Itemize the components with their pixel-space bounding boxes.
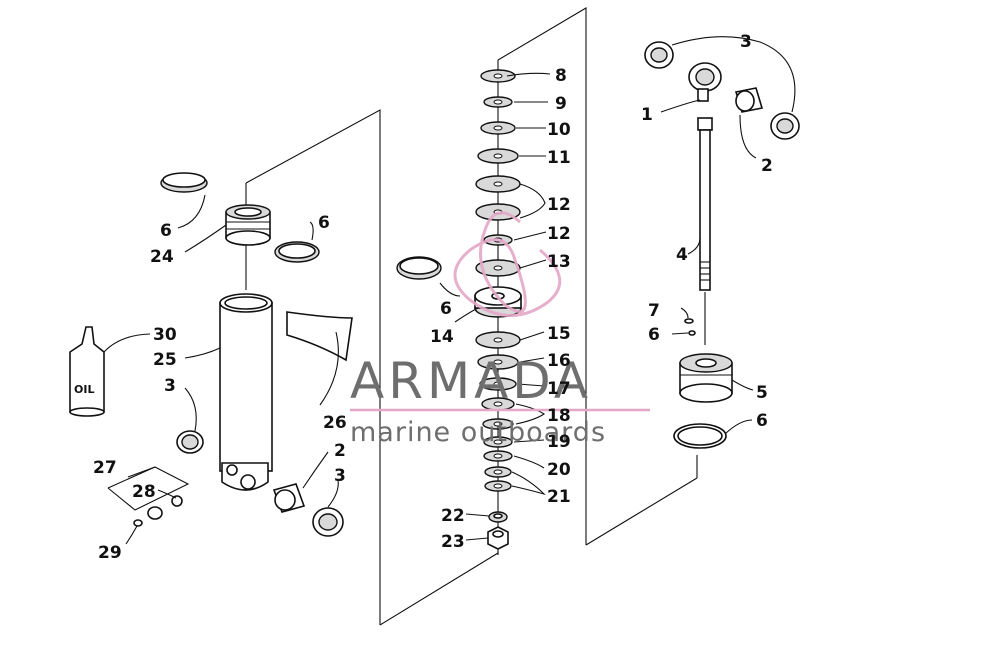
callout-23: 23 [441,532,465,552]
callout-labels: 1 2 2 3 3 3 4 5 6 6 6 6 6 7 8 9 10 11 12… [93,32,773,563]
callout-7: 7 [648,301,660,321]
callout-19: 19 [547,432,571,452]
callout-6-upper-left: 6 [160,221,172,241]
shim-disc-hole [493,439,503,445]
o-ring-6-large [673,423,727,449]
shim-disc-hole [493,359,503,365]
callout-6-middle-left: 6 [318,213,330,233]
watermark-brand: ARMADA [350,352,592,410]
callout-30: 30 [153,325,177,345]
callout-10: 10 [547,120,571,140]
callout-21: 21 [547,487,571,507]
bushing-3-lower [312,507,344,537]
bushing-3-left [176,430,204,454]
oil-bottle-30: OIL [69,326,105,417]
shim-disc-hole [493,181,503,187]
callout-6-center: 6 [440,299,452,319]
right-panel-frame [497,7,698,546]
oil-bottle-label: OIL [74,383,94,396]
shaft-4 [697,117,713,291]
watermark-swirl-icon [453,211,562,317]
shim-disc-hole [493,99,503,105]
callout-15: 15 [547,324,571,344]
callout-24: 24 [150,247,174,267]
shim-disc-hole [493,153,503,159]
callout-11: 11 [547,148,571,168]
shim-disc-hole [493,265,503,271]
shim-disc-hole [493,125,503,131]
callout-3-top: 3 [740,32,752,52]
shim-disc-hole [493,469,503,475]
o-ring-6-small [688,330,696,336]
shim-disc-hole [493,483,503,489]
callout-12-lower: 13 [547,252,571,272]
callout-3-left: 3 [164,376,176,396]
callout-20: 20 [547,460,571,480]
callout-2-lower: 2 [334,441,346,461]
callout-17: 17 [547,379,571,399]
callout-5: 5 [756,383,768,403]
shim-disc-hole [493,421,503,427]
callout-4: 4 [676,245,688,265]
watermark-tagline: marine outboards [350,417,606,448]
shim-disc-hole [493,73,503,79]
screw-7 [684,318,694,324]
shim-disc-hole [493,453,503,459]
callout-3-lower: 3 [334,466,346,486]
leader-lines [103,36,796,545]
label-sheet-26 [286,311,353,362]
shaft-eye-1 [688,62,722,102]
callout-13: 12 [547,224,571,244]
piston-body-5 [679,353,733,403]
ring-6-upper-left [160,172,208,193]
shaft-assembly [644,41,800,449]
sleeve-2-top [734,87,764,113]
callout-8: 8 [555,66,567,86]
callout-18: 18 [547,406,571,426]
shim-disc-hole [493,337,503,343]
valve-shim-stack [396,60,522,555]
washer-22 [488,511,508,523]
bushing-3-right [770,112,800,140]
callout-12-upper: 12 [547,195,571,215]
callout-28: 28 [132,482,156,502]
callout-26: 26 [323,413,347,433]
callout-2-upper: 2 [761,156,773,176]
shim-disc-hole [493,401,503,407]
bushing-3-top [644,41,674,69]
callout-9: 9 [555,94,567,114]
callout-1: 1 [641,105,653,125]
callout-22: 22 [441,506,465,526]
shim-disc-hole [493,381,503,387]
nut-23 [487,526,509,550]
ring-6-center [396,256,442,280]
shock-body-assembly: OIL [69,172,353,537]
watermark: ARMADA marine outboards [350,211,650,448]
callout-14: 14 [430,327,454,347]
sleeve-2-lower [272,483,306,513]
seal-cap-24 [225,204,271,246]
callout-16: 16 [547,351,571,371]
ring-6-middle-left [274,241,320,263]
valve-kit-27 [107,466,190,527]
shock-body-25 [219,293,273,491]
callout-25: 25 [153,350,177,370]
callout-6-small: 6 [648,325,660,345]
callout-29: 29 [98,543,122,563]
callout-27: 27 [93,458,117,478]
callout-6-large: 6 [756,411,768,431]
